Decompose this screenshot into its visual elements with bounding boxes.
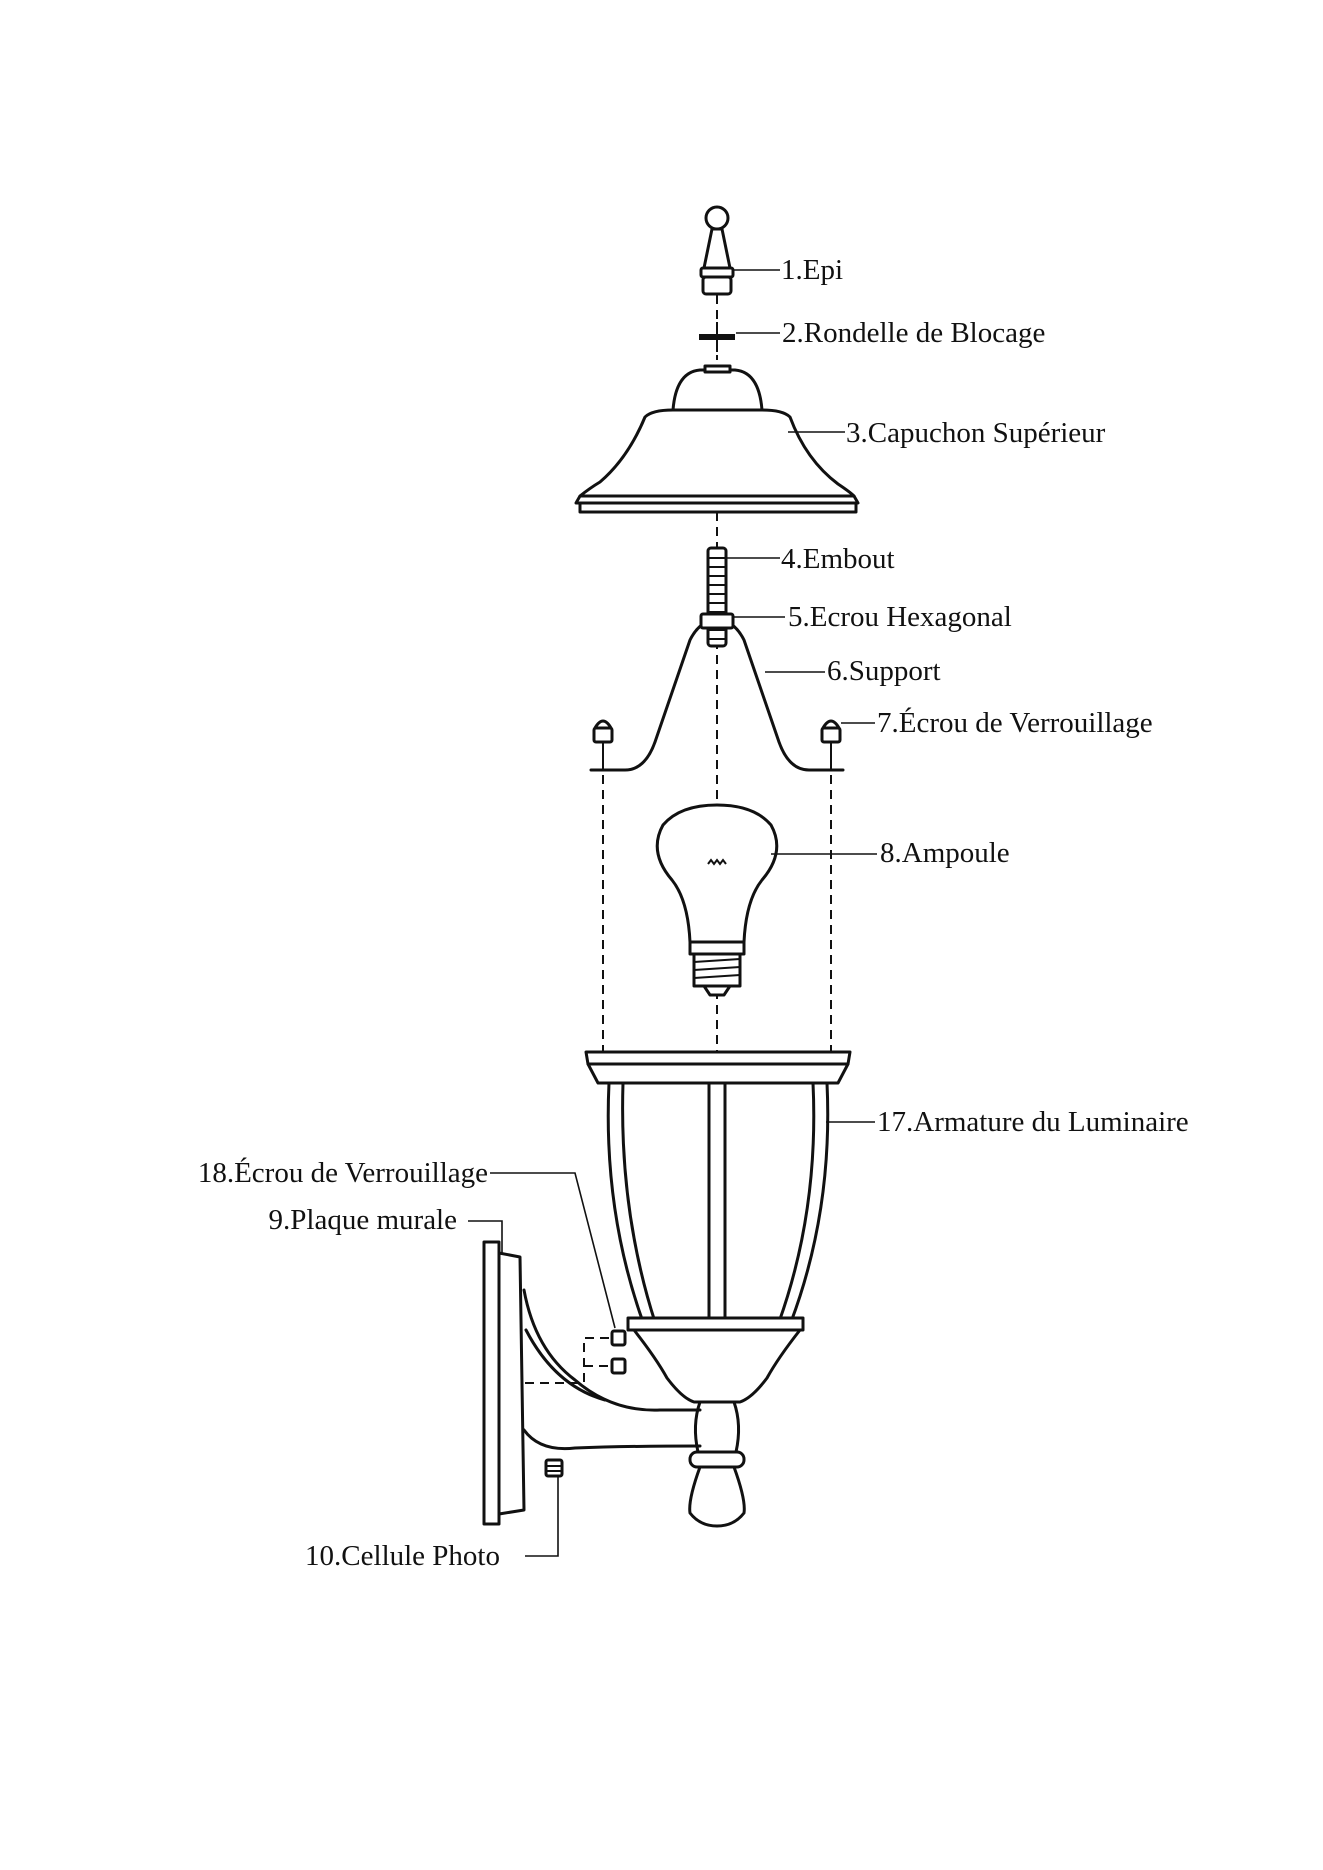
label-plaque-murale: 9.Plaque murale xyxy=(269,1204,457,1236)
hex-nut-part xyxy=(701,614,733,628)
label-embout: 4.Embout xyxy=(781,543,895,575)
light-bulb-part xyxy=(657,805,777,995)
lantern-frame-part xyxy=(586,1052,850,1526)
label-ecrou-hexagonal: 5.Ecrou Hexagonal xyxy=(788,601,1012,633)
lock-washer-part xyxy=(699,322,735,352)
photo-cell-part xyxy=(546,1460,562,1476)
label-support: 6.Support xyxy=(827,655,941,687)
label-ecrou-verrouillage-7: 7.Écrou de Verrouillage xyxy=(877,706,1153,739)
label-rondelle: 2.Rondelle de Blocage xyxy=(782,317,1045,349)
threaded-rod-part xyxy=(708,548,726,646)
label-ampoule: 8.Ampoule xyxy=(880,837,1010,869)
top-cap-part xyxy=(576,366,858,512)
wall-plate-part xyxy=(484,1242,700,1524)
label-epi: 1.Epi xyxy=(781,254,843,286)
label-ecrou-verrouillage-18: 18.Écrou de Verrouillage xyxy=(198,1156,488,1189)
top-lock-nuts-part xyxy=(594,721,840,760)
label-capuchon: 3.Capuchon Supérieur xyxy=(846,417,1106,449)
label-cellule-photo: 10.Cellule Photo xyxy=(305,1540,500,1572)
finial-part xyxy=(701,207,733,294)
label-armature: 17.Armature du Luminaire xyxy=(877,1106,1189,1138)
